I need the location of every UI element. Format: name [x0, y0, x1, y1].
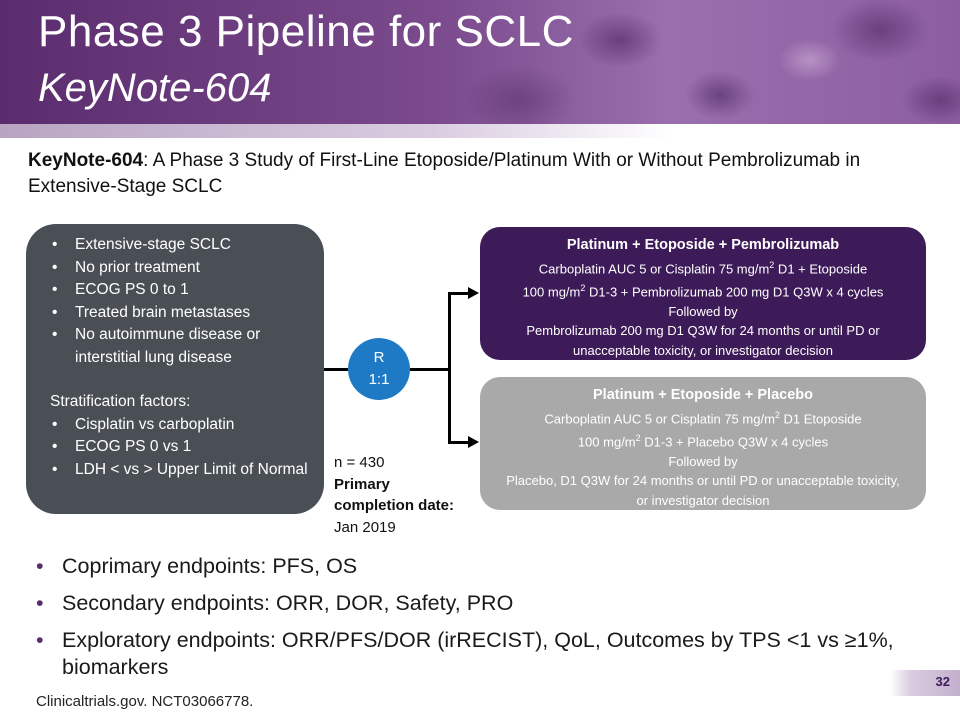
slide-subtitle: KeyNote-604: [38, 66, 272, 110]
connector-to-randomization: [324, 368, 348, 371]
arm-maintenance: Pembrolizumab 200 mg D1 Q3W for 24 month…: [526, 323, 880, 358]
endpoint-item: Exploratory endpoints: ORR/PFS/DOR (irRE…: [36, 627, 916, 681]
eligibility-criterion: Extensive-stage SCLC: [50, 234, 310, 257]
arm-induction-line-2: 100 mg/m2 D1-3 + Placebo Q3W x 4 cycles: [577, 432, 829, 450]
connector-arm-2: [448, 441, 470, 444]
arm-followed-by: Followed by: [668, 453, 738, 469]
slide-title: Phase 3 Pipeline for SCLC: [38, 7, 574, 56]
reference-citation: Clinicaltrials.gov. NCT03066778.: [36, 693, 254, 710]
completion-date: Jan 2019: [334, 518, 396, 536]
enrollment-info: n = 430 Primary completion date: Jan 201…: [334, 452, 474, 538]
arm-induction-line-1: Carboplatin AUC 5 or Cisplatin 75 mg/m2 …: [538, 260, 868, 277]
treatment-arm-pembrolizumab: Platinum + Etoposide + Pembrolizumab Car…: [480, 227, 926, 360]
randomization-label: R: [373, 349, 385, 366]
stratification-factor: Cisplatin vs carboplatin: [50, 414, 310, 437]
arm-induction-line-2: 100 mg/m2 D1-3 + Pembrolizumab 200 mg D1…: [522, 282, 884, 300]
arm-title: Platinum + Etoposide + Placebo: [593, 387, 813, 403]
treatment-arm-placebo: Platinum + Etoposide + Placebo Carboplat…: [480, 377, 926, 510]
eligibility-criterion: Treated brain metastases: [50, 302, 310, 325]
stratification-heading: Stratification factors:: [50, 393, 191, 410]
stratification-list: Cisplatin vs carboplatin ECOG PS 0 vs 1 …: [50, 414, 310, 482]
page-number: 32: [935, 674, 950, 689]
study-name: KeyNote-604: [28, 150, 144, 171]
arm-induction-line-1: Carboplatin AUC 5 or Cisplatin 75 mg/m2 …: [544, 410, 862, 427]
eligibility-criterion: No prior treatment: [50, 257, 310, 280]
eligibility-criteria-list: Extensive-stage SCLC No prior treatment …: [50, 234, 310, 369]
stratification-factor: ECOG PS 0 vs 1: [50, 436, 310, 459]
completion-label: Primary completion date:: [334, 475, 455, 515]
endpoint-item: Secondary endpoints: ORR, DOR, Safety, P…: [36, 590, 916, 617]
header-banner: Phase 3 Pipeline for SCLC KeyNote-604: [0, 0, 960, 124]
study-description: KeyNote-604: A Phase 3 Study of First-Li…: [28, 148, 888, 200]
eligibility-criterion: ECOG PS 0 to 1: [50, 279, 310, 302]
endpoints-list: Coprimary endpoints: PFS, OS Secondary e…: [36, 553, 916, 691]
stratification-factor: LDH < vs > Upper Limit of Normal: [50, 459, 310, 482]
connector-arm-1: [448, 292, 470, 295]
arrow-arm-1-icon: [468, 287, 479, 299]
arrow-arm-2-icon: [468, 436, 479, 448]
eligibility-box: Extensive-stage SCLC No prior treatment …: [26, 224, 324, 514]
page-number-tab: 32: [890, 670, 960, 696]
connector-from-randomization: [410, 368, 450, 371]
arm-followed-by: Followed by: [668, 303, 738, 319]
randomization-ratio: 1:1: [368, 371, 390, 388]
arm-maintenance: Placebo, D1 Q3W for 24 months or until P…: [506, 473, 900, 508]
randomization-circle: R 1:1: [348, 338, 410, 400]
enrollment-count: n = 430: [334, 454, 385, 471]
study-description-text: : A Phase 3 Study of First-Line Etoposid…: [28, 150, 861, 197]
banner-divider: [0, 124, 960, 138]
eligibility-criterion: No autoimmune disease or interstitial lu…: [50, 324, 310, 369]
arm-title: Platinum + Etoposide + Pembrolizumab: [566, 237, 840, 253]
connector-vertical: [448, 292, 451, 444]
endpoint-item: Coprimary endpoints: PFS, OS: [36, 553, 916, 580]
